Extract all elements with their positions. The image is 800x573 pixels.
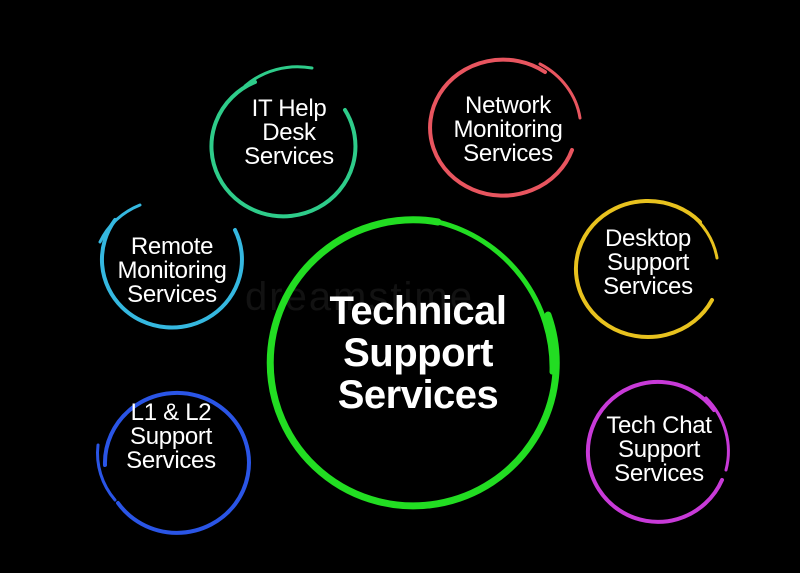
ring-network-monitoring	[428, 57, 582, 198]
ring-tech-chat-support	[585, 379, 730, 524]
ring-it-help-desk	[209, 65, 358, 219]
node-label-line: Monitoring	[117, 257, 227, 284]
center-ring-tail	[435, 219, 555, 375]
node-label-line: Services	[126, 447, 216, 474]
ring-remote-monitoring-stroke	[99, 218, 244, 330]
node-label-line: Support	[607, 249, 689, 276]
ring-it-help-desk-stroke	[209, 80, 358, 219]
node-label-remote-monitoring: Remote Monitoring Services	[97, 226, 247, 316]
node-label-l1-l2-support: L1 & L2 Support Services	[96, 392, 246, 482]
node-label-line: Desktop	[605, 225, 691, 252]
center-ring-stroke	[266, 216, 560, 510]
node-label-line: Support	[130, 423, 212, 450]
ring-network-monitoring-tail	[538, 62, 582, 120]
ring-l1-l2-support-tail	[96, 443, 117, 502]
node-label-line: Desk	[262, 119, 316, 146]
ring-remote-monitoring	[98, 203, 244, 330]
node-label-line: Services	[244, 143, 334, 170]
center-label-line-3: Services	[337, 373, 499, 417]
node-label-desktop-support: Desktop Support Services	[573, 218, 723, 308]
ring-it-help-desk-tail	[243, 65, 314, 88]
node-label-line: Remote	[130, 233, 214, 260]
node-label-line: L1 & L2	[130, 399, 212, 426]
ring-network-monitoring-stroke	[428, 57, 574, 198]
node-label-line: IT Help	[251, 95, 327, 122]
ring-tech-chat-support-stroke	[585, 379, 724, 524]
ring-desktop-support-tail	[686, 210, 719, 260]
center-ring	[266, 216, 560, 510]
center-label-line-2: Support	[343, 331, 493, 375]
node-label-line: Services	[127, 281, 217, 308]
ring-l1-l2-support	[96, 390, 251, 535]
node-label-line: Monitoring	[453, 116, 563, 143]
ring-desktop-support	[574, 199, 719, 339]
center-label-technical-support-services: Technical Support Services	[288, 268, 548, 438]
node-label-network-monitoring: Network Monitoring Services	[433, 85, 583, 175]
node-label-tech-chat-support: Tech Chat Support Services	[584, 405, 734, 495]
node-label-line: Network	[465, 92, 551, 119]
ring-desktop-support-stroke	[574, 199, 714, 339]
node-label-line: Support	[618, 436, 700, 463]
node-label-line: Services	[603, 273, 693, 300]
ring-tech-chat-support-tail	[704, 396, 730, 472]
center-label-line-1: Technical	[329, 289, 507, 333]
node-label-line: Tech Chat	[606, 412, 712, 439]
node-label-line: Services	[614, 460, 704, 487]
node-label-line: Services	[463, 140, 553, 167]
ring-l1-l2-support-stroke	[102, 390, 251, 535]
node-label-it-help-desk: IT Help Desk Services	[214, 88, 364, 178]
ring-remote-monitoring-tail	[98, 203, 142, 244]
